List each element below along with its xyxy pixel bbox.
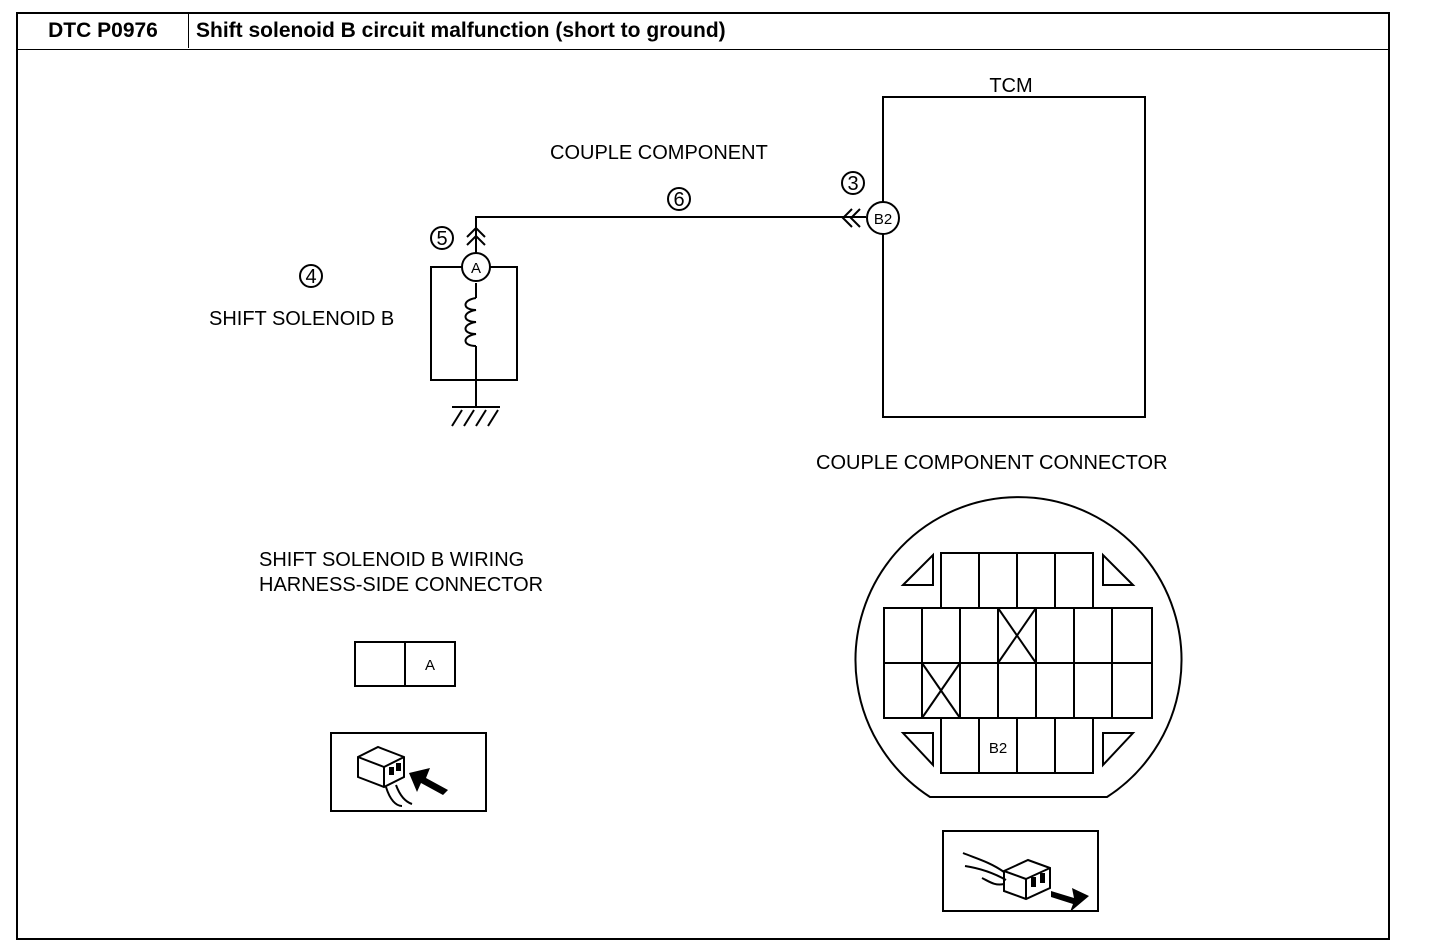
- callout-5: 5: [430, 226, 454, 250]
- couple-connector-view-icon: [942, 830, 1099, 912]
- dtc-title: Shift solenoid B circuit malfunction (sh…: [196, 19, 726, 42]
- solenoid-b-symbol: [430, 266, 518, 407]
- callout-6-number: 6: [673, 189, 684, 211]
- diagram-frame: DTC P0976 Shift solenoid B circuit malfu…: [16, 12, 1390, 940]
- callout-3: 3: [841, 171, 865, 195]
- callout-5-number: 5: [436, 228, 447, 250]
- callout-4: 4: [299, 264, 323, 288]
- solenoid-connector-face: A: [354, 641, 456, 687]
- couple-component-label: COUPLE COMPONENT: [550, 142, 768, 164]
- tcm-box: [882, 96, 1146, 418]
- connector-mark-5: [466, 226, 486, 246]
- ground-symbol: [451, 406, 500, 427]
- tcm-label: TCM: [989, 75, 1032, 97]
- dtc-code: DTC P0976: [18, 14, 189, 48]
- callout-4-number: 4: [305, 266, 316, 288]
- solenoid-connector-view-icon: [330, 732, 487, 812]
- tcm-terminal-b2-label: B2: [874, 211, 892, 228]
- header-bar: DTC P0976 Shift solenoid B circuit malfu…: [18, 14, 1388, 50]
- solenoid-connector-title-line2: HARNESS-SIDE CONNECTOR: [259, 574, 543, 596]
- solenoid-connector-title-line1: SHIFT SOLENOID B WIRING: [259, 549, 524, 571]
- callout-6: 6: [667, 187, 691, 211]
- callout-3-number: 3: [847, 173, 858, 195]
- solenoid-label: SHIFT SOLENOID B: [209, 308, 394, 330]
- wire-6: [475, 216, 866, 256]
- couple-connector-terminal-b2: B2: [989, 740, 1007, 757]
- solenoid-terminal-a: A: [461, 252, 491, 282]
- solenoid-connector-terminal-a: A: [425, 657, 435, 674]
- tcm-terminal-b2: B2: [866, 201, 900, 235]
- couple-connector-face: B2: [854, 496, 1183, 798]
- connector-mark-3: [841, 208, 861, 228]
- solenoid-terminal-a-label: A: [471, 260, 481, 277]
- couple-connector-title: COUPLE COMPONENT CONNECTOR: [816, 452, 1168, 474]
